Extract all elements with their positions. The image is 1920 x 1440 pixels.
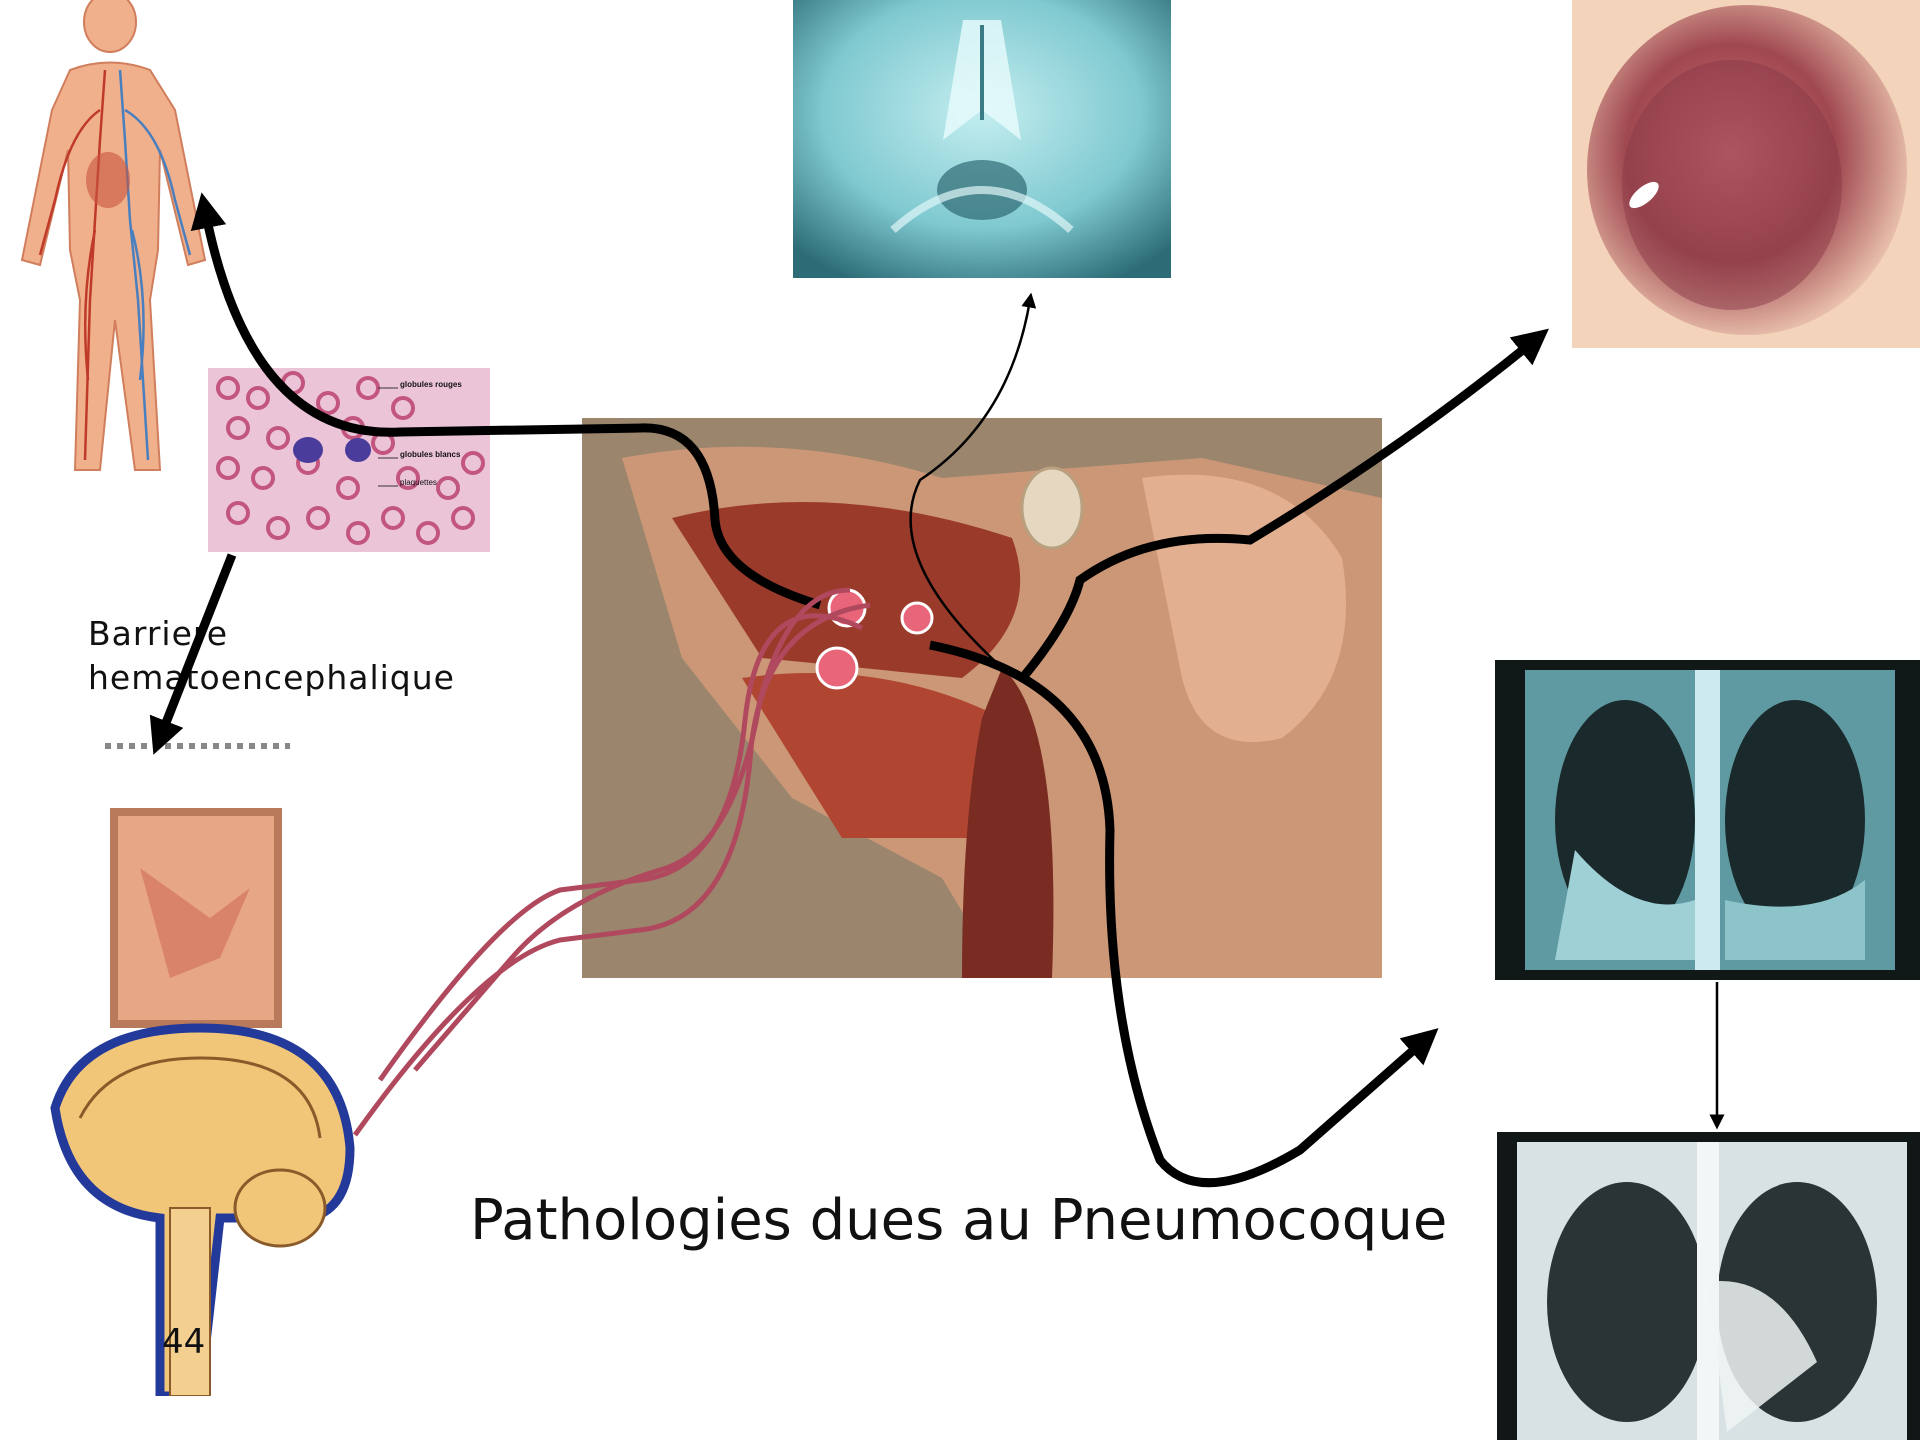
chest-xray-pneumonia-image: [1495, 660, 1920, 980]
blood-brain-barrier-label: Barriere hematoencephalique: [88, 612, 455, 700]
meninges-brain-image: [50, 738, 370, 1396]
eardrum-otoscopy-image: [1572, 0, 1920, 348]
circulatory-system-image: [0, 0, 225, 478]
chest-xray-followup-image: [1497, 1132, 1920, 1440]
head-cross-section-image: [582, 418, 1382, 978]
slide-title: Pathologies dues au Pneumocoque: [470, 1188, 1447, 1253]
smear-label-white-cells: globules blancs: [400, 450, 460, 459]
page-number: 44: [162, 1322, 205, 1362]
smear-label-red-cells: globules rouges: [400, 380, 462, 389]
blood-smear-image: globules rouges globules blancs plaquett…: [208, 368, 490, 552]
barrier-label-line1: Barriere: [88, 612, 455, 656]
barrier-label-line2: hematoencephalique: [88, 656, 455, 700]
sinus-xray-image: [793, 0, 1171, 278]
smear-label-platelets: plaquettes: [400, 478, 437, 487]
